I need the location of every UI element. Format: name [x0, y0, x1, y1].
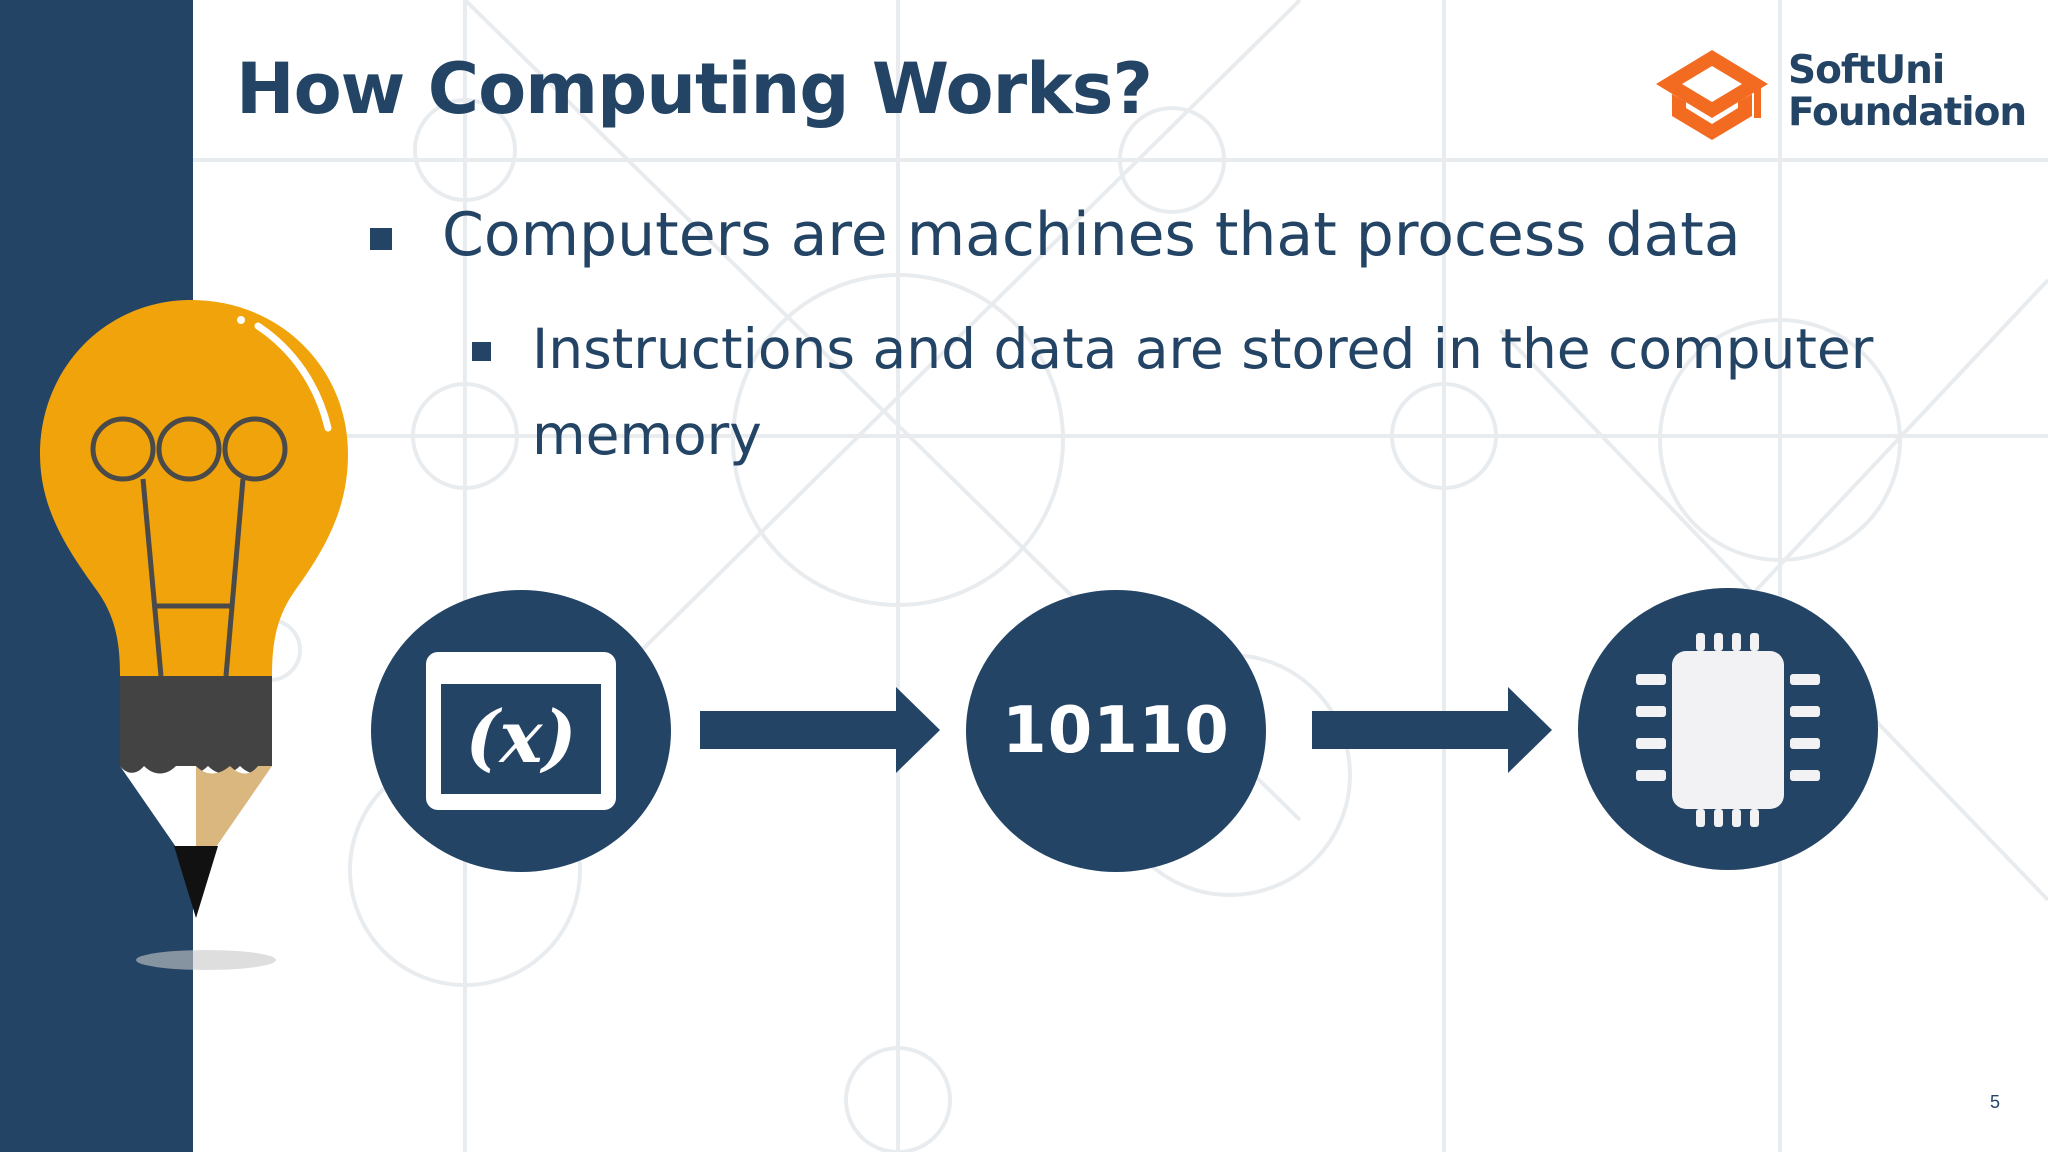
logo-line-1: SoftUni: [1788, 48, 1945, 93]
logo-line-2: Foundation: [1788, 90, 2027, 135]
binary-data-circle: 10110: [966, 590, 1266, 872]
binary-label: 10110: [1002, 694, 1230, 768]
bullet-text: Computers are machines that process data: [442, 200, 1741, 270]
processor-circle: [1578, 588, 1878, 870]
page-number: 5: [1990, 1092, 2001, 1112]
arrow-right-icon: [1312, 687, 1552, 773]
variable-x-icon: (x): [426, 652, 616, 810]
square-bullet-icon: [472, 342, 491, 361]
slide-title: How Computing Works?: [236, 48, 1153, 130]
bullet-text: Instructions and data are stored in the …: [532, 317, 1874, 467]
instructions-circle: (x): [371, 590, 671, 872]
graduation-cap-icon: [1656, 50, 1768, 140]
softuni-logo: SoftUni Foundation: [1650, 44, 2027, 144]
lightbulb-pencil-icon: [40, 300, 348, 970]
arrow-right-icon: [700, 687, 940, 773]
logo-wordmark: SoftUni Foundation: [1788, 48, 2027, 135]
square-bullet-icon: [370, 228, 392, 250]
cpu-chip-icon: [1636, 633, 1820, 827]
variable-x-label: (x): [465, 694, 576, 779]
